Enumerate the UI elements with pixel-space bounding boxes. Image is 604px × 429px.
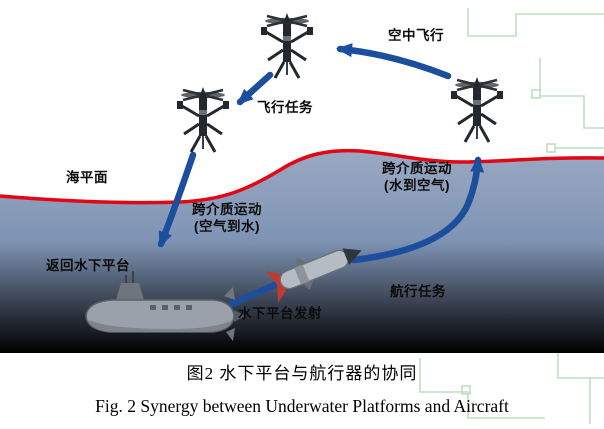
- label-sea-level: 海平面: [66, 170, 108, 185]
- arrow-return-underwater: [157, 151, 197, 248]
- flow-arrows: [157, 43, 485, 308]
- label-flight-mission: 飞行任务: [257, 100, 313, 115]
- label-cross-medium-water-to-air: 跨介质运动 (水到空气): [382, 161, 452, 194]
- figure-caption-chinese: 图2 水下平台与航行器的协同: [186, 364, 418, 383]
- label-navigation-mission: 航行任务: [390, 284, 446, 299]
- arrow-air-flight: [336, 43, 452, 80]
- drone-top-icon: [259, 11, 315, 80]
- label-cross-medium-air-to-water: 跨介质运动 (空气到水): [192, 202, 262, 235]
- arrow-flight-mission: [236, 71, 274, 106]
- torpedo-icon: [265, 248, 362, 303]
- drone-right-icon: [449, 75, 505, 144]
- drone-left-icon: [175, 85, 231, 154]
- label-return-to-underwater-platform: 返回水下平台: [46, 258, 130, 273]
- label-underwater-platform-launch: 水下平台发射: [238, 306, 322, 321]
- arrow-navigation-mission: [350, 156, 485, 264]
- submarine-icon: [85, 271, 245, 341]
- label-air-flight: 空中飞行: [388, 28, 444, 43]
- figure-caption-english: Fig. 2 Synergy between Underwater Platfo…: [95, 396, 509, 416]
